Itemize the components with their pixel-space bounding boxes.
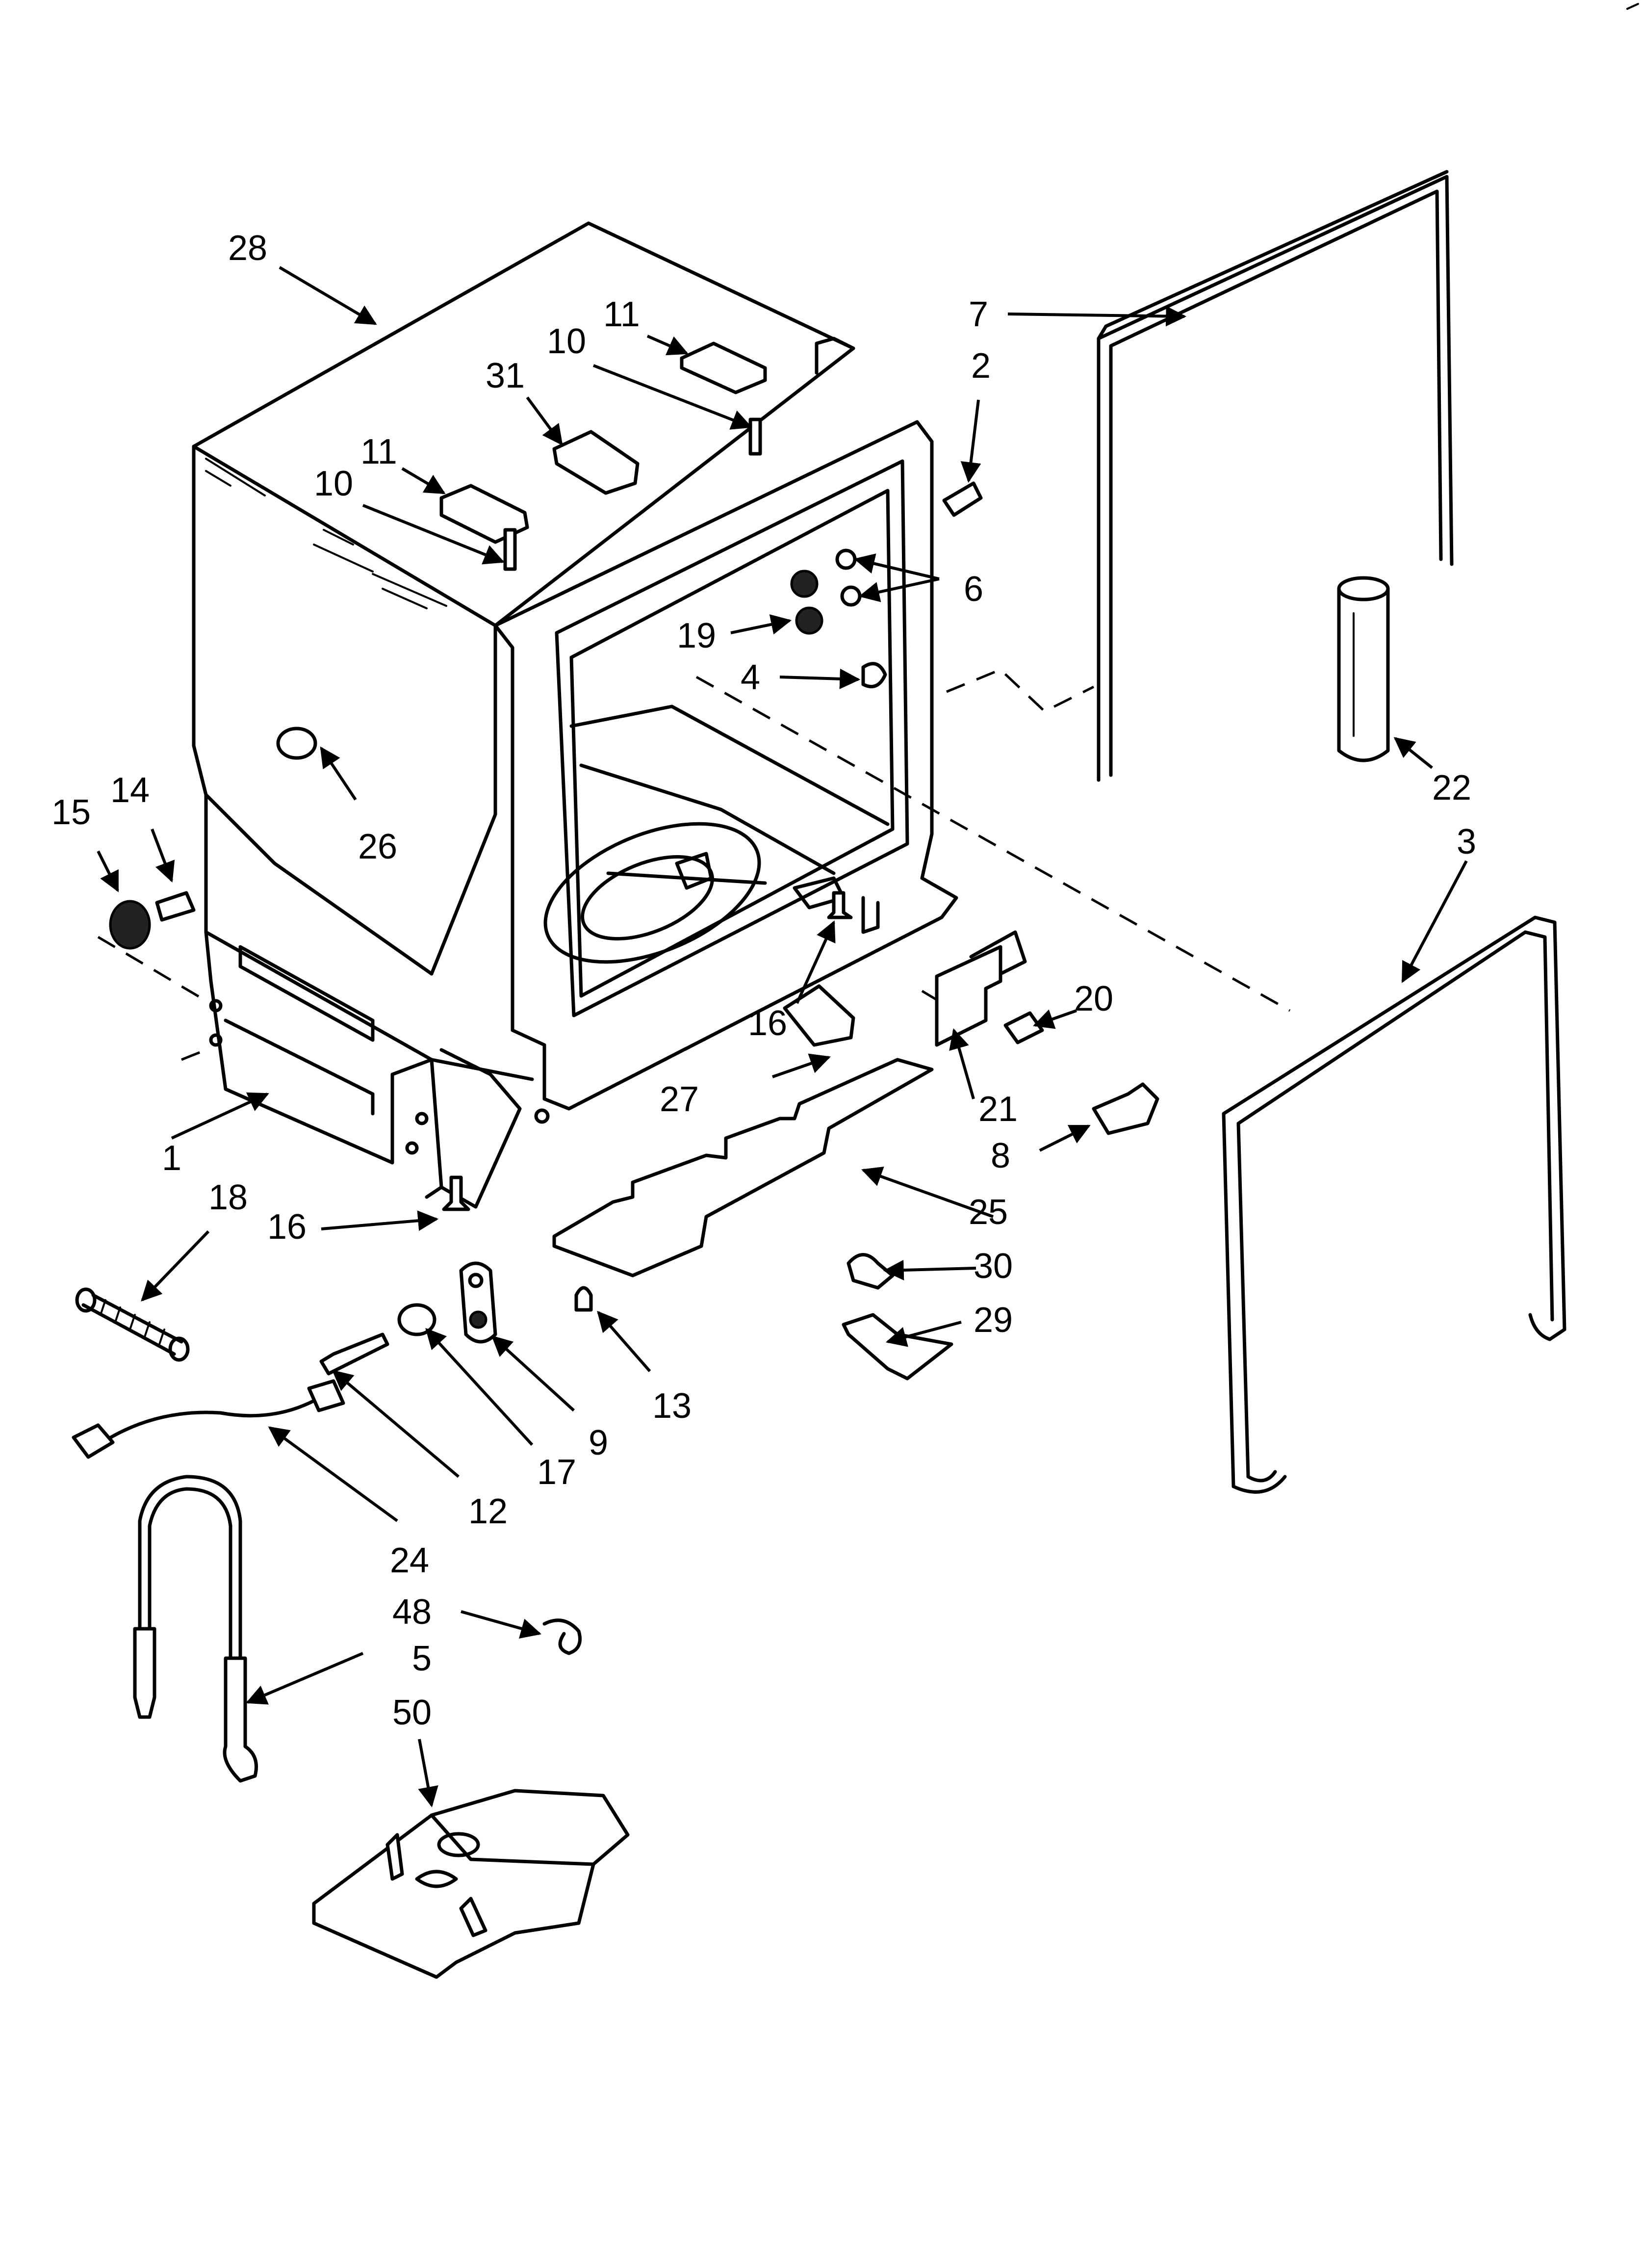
callout-7: 7 [969,295,988,334]
panel-25 [552,1058,934,1277]
callout-9: 9 [589,1423,608,1462]
tube-22 [1337,576,1390,762]
clamp-48 [542,1618,582,1655]
callout-6: 6 [964,570,983,609]
callout-50: 50 [392,1693,432,1732]
callout-16-lower: 16 [267,1207,307,1247]
washer-6a [835,548,857,570]
screw-10-lower [503,528,517,571]
bracket-21 [935,945,1002,1047]
tube-5 [133,1475,258,1783]
bracket-29 [842,1313,953,1381]
callout-22: 22 [1432,768,1471,808]
spring-18 [75,1287,190,1362]
screw-2 [942,481,983,517]
callout-8: 8 [991,1136,1010,1175]
callout-30: 30 [974,1247,1013,1286]
callout-17: 17 [537,1453,576,1492]
callout-4: 4 [741,658,760,697]
corner-mark [1626,3,1639,10]
screw-14 [155,891,196,922]
callout-27: 27 [660,1080,699,1119]
callout-48: 48 [392,1592,432,1632]
parts-bag-50 [312,1789,630,1979]
dashed-line [946,668,1095,713]
callout-31: 31 [486,356,525,395]
bracket-11-lower [439,484,529,544]
callout-3: 3 [1457,822,1476,861]
callout-14: 14 [110,771,150,810]
callout-16-upper: 16 [748,1004,787,1043]
dashed-line [695,676,1291,1012]
screw-20 [1003,1011,1044,1044]
screw-10-upper [748,417,762,456]
tub-trim [1222,915,1566,1494]
callout-28: 28 [228,229,267,268]
callout-5: 5 [412,1639,432,1678]
foot-16a [827,891,853,919]
plug-26 [276,727,317,760]
callout-11-upper: 11 [603,295,640,334]
roller-19a [790,570,819,598]
callout-19: 19 [677,616,716,655]
dashed-line [97,936,207,1002]
screw-12 [319,1332,389,1376]
foot-16b [442,1175,470,1211]
bracket-11-upper [680,341,767,394]
callout-24: 24 [390,1541,429,1580]
callout-26: 26 [358,827,397,866]
callout-20: 20 [1074,979,1113,1018]
roller-19b [795,606,823,635]
clip-27 [783,984,855,1047]
strike-8 [1092,1082,1159,1135]
plug-13 [574,1286,593,1312]
dashed-line [921,990,948,1007]
washer-6b [840,585,862,607]
leveling-foot-15 [109,900,151,950]
door-gasket [1097,170,1454,782]
callout-29: 29 [974,1301,1013,1340]
callout-15: 15 [51,793,91,832]
callout-10-upper: 10 [547,322,586,361]
callout-12: 12 [468,1492,508,1531]
callout-25: 25 [969,1193,1008,1232]
callout-1: 1 [162,1139,181,1178]
callout-18: 18 [208,1178,248,1217]
clip-31 [552,430,640,495]
callout-10-lower: 10 [314,464,353,503]
dashed-line [181,1048,206,1061]
leader-arrows [97,266,1468,1808]
cable-24 [72,1379,345,1459]
callout-13: 13 [652,1386,692,1426]
callout-2: 2 [971,346,991,386]
tub-assembly [192,221,958,1209]
plug-4 [861,662,887,688]
washer-17 [397,1303,436,1336]
callout-11-lower: 11 [360,432,397,471]
callout-21: 21 [978,1090,1018,1129]
